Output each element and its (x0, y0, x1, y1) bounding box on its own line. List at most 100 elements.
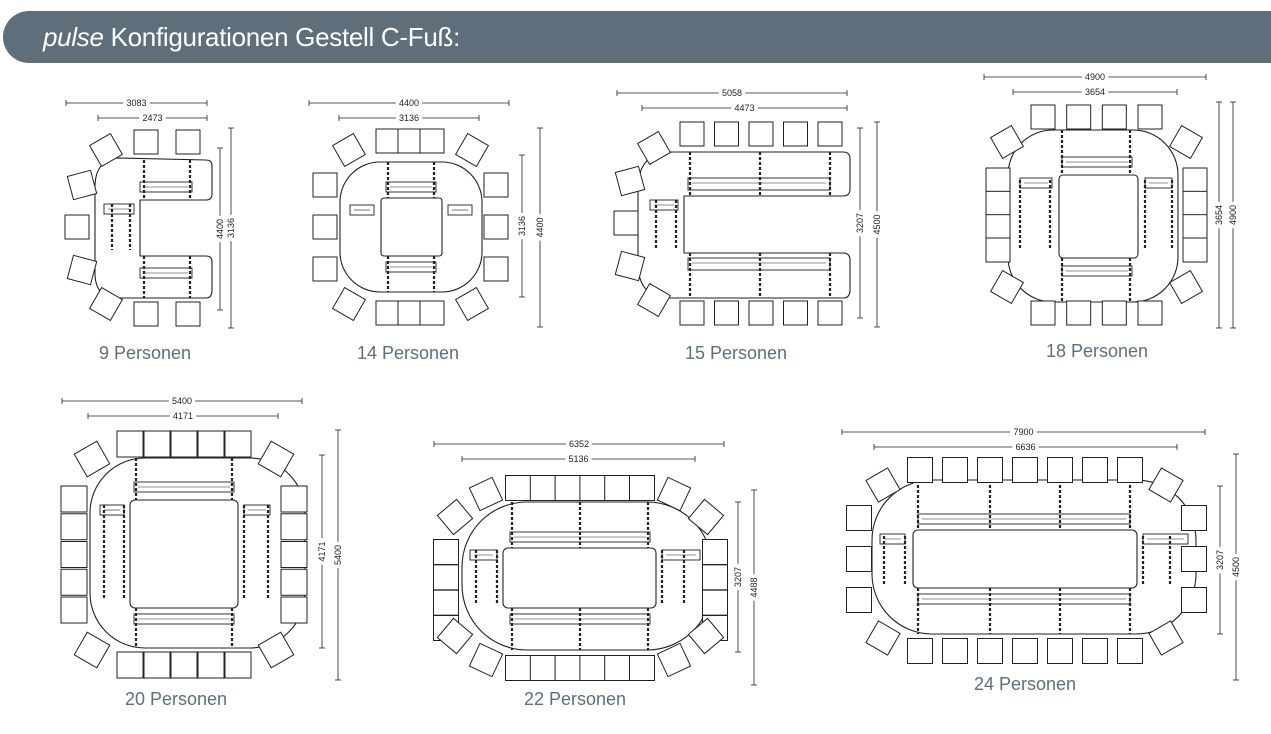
chair (280, 541, 308, 568)
chair (197, 651, 225, 679)
chair (714, 121, 739, 147)
table-outline (339, 161, 483, 293)
chair (985, 167, 1011, 193)
dimension-label-bg (855, 209, 865, 237)
center-opening (912, 529, 1138, 589)
chair (88, 286, 124, 322)
chair (331, 132, 367, 168)
chair (433, 539, 459, 565)
chair (60, 513, 88, 541)
dimension-label-bg (123, 98, 150, 108)
chair (989, 124, 1025, 160)
chair (907, 457, 933, 483)
chair (375, 300, 401, 326)
chair (454, 132, 490, 168)
dimension-label-bg (1215, 546, 1225, 574)
chair (1047, 457, 1073, 483)
chair (636, 130, 672, 166)
dimension-top-inner: 6636 (1015, 442, 1035, 452)
dimension-label-bg (565, 454, 592, 464)
chair (468, 642, 504, 678)
center-opening (129, 499, 239, 609)
dimension-right-inner: 4171 (317, 541, 327, 561)
chair (1082, 457, 1108, 483)
table-frame (385, 261, 437, 273)
table-frame (133, 613, 235, 625)
chair (783, 121, 808, 147)
chair (483, 214, 509, 240)
chair (714, 300, 739, 326)
dimension-label-bg (1012, 442, 1039, 452)
title-text: Konfigurationen Gestell C-Fuß: (110, 22, 461, 52)
dimension-top-inner: 2473 (142, 113, 162, 123)
table-frame (917, 513, 1131, 525)
brand-name: pulse (43, 22, 104, 52)
chair (1117, 638, 1143, 664)
center-opening (502, 547, 657, 609)
table-frame (349, 204, 375, 216)
chair (748, 121, 774, 147)
chair (748, 300, 774, 326)
dimension-label-bg (749, 574, 759, 601)
chair (436, 498, 474, 536)
chair (73, 631, 111, 669)
header-bar: pulse Konfigurationen Gestell C-Fuß: (3, 11, 1271, 63)
dimension-top-outer: 7900 (1013, 427, 1033, 437)
chair (679, 300, 705, 326)
dimension-right-inner: 3136 (517, 216, 527, 236)
chair (397, 300, 423, 326)
chair (1181, 546, 1207, 572)
dimension-top-outer: 5400 (172, 396, 192, 406)
dimension-right-outer: 4488 (749, 577, 759, 597)
chair (1030, 104, 1056, 130)
config-caption: 18 Personen (1046, 341, 1148, 361)
chair (60, 485, 88, 513)
config-caption: 14 Personen (357, 343, 459, 363)
chair (66, 254, 98, 286)
chair (579, 475, 606, 501)
chair (1181, 505, 1207, 531)
chair (88, 132, 124, 168)
chair (175, 301, 201, 327)
chair (1168, 269, 1204, 305)
chair (257, 631, 295, 669)
chair (375, 128, 401, 154)
dimension-top-outer: 3083 (126, 98, 146, 108)
chair (656, 642, 692, 678)
chair (579, 655, 606, 681)
dimension-right-inner: 3207 (733, 567, 743, 587)
chair (1182, 167, 1208, 193)
chair (687, 617, 725, 655)
chair (170, 651, 198, 679)
dimension-label-bg (1214, 201, 1224, 229)
chair (60, 568, 88, 596)
chair (433, 589, 459, 616)
config-caption: 20 Personen (125, 689, 227, 709)
dimension-right-outer: 5400 (333, 545, 343, 565)
chair (1137, 300, 1163, 326)
chair (529, 475, 556, 501)
chair (436, 617, 474, 655)
chair (1012, 638, 1038, 664)
table-outline (94, 157, 213, 299)
chair (907, 638, 933, 664)
chair (817, 121, 843, 147)
chair (280, 568, 308, 596)
chair (1030, 300, 1056, 326)
dimension-label-bg (718, 88, 746, 98)
dimension-right-outer: 4400 (535, 217, 545, 237)
chair (942, 457, 968, 483)
chair (942, 638, 968, 664)
dimension-top-outer: 5058 (722, 88, 742, 98)
chair (433, 564, 459, 591)
dimension-right-outer: 4500 (872, 214, 882, 234)
dimension-top-inner: 4473 (734, 103, 754, 113)
chair (977, 457, 1003, 483)
dimension-label-bg (226, 214, 236, 242)
table-frame (139, 181, 193, 193)
chair (656, 476, 692, 512)
table-frame (139, 267, 193, 279)
dimension-top-inner: 4171 (173, 411, 193, 421)
chair (1101, 300, 1127, 326)
